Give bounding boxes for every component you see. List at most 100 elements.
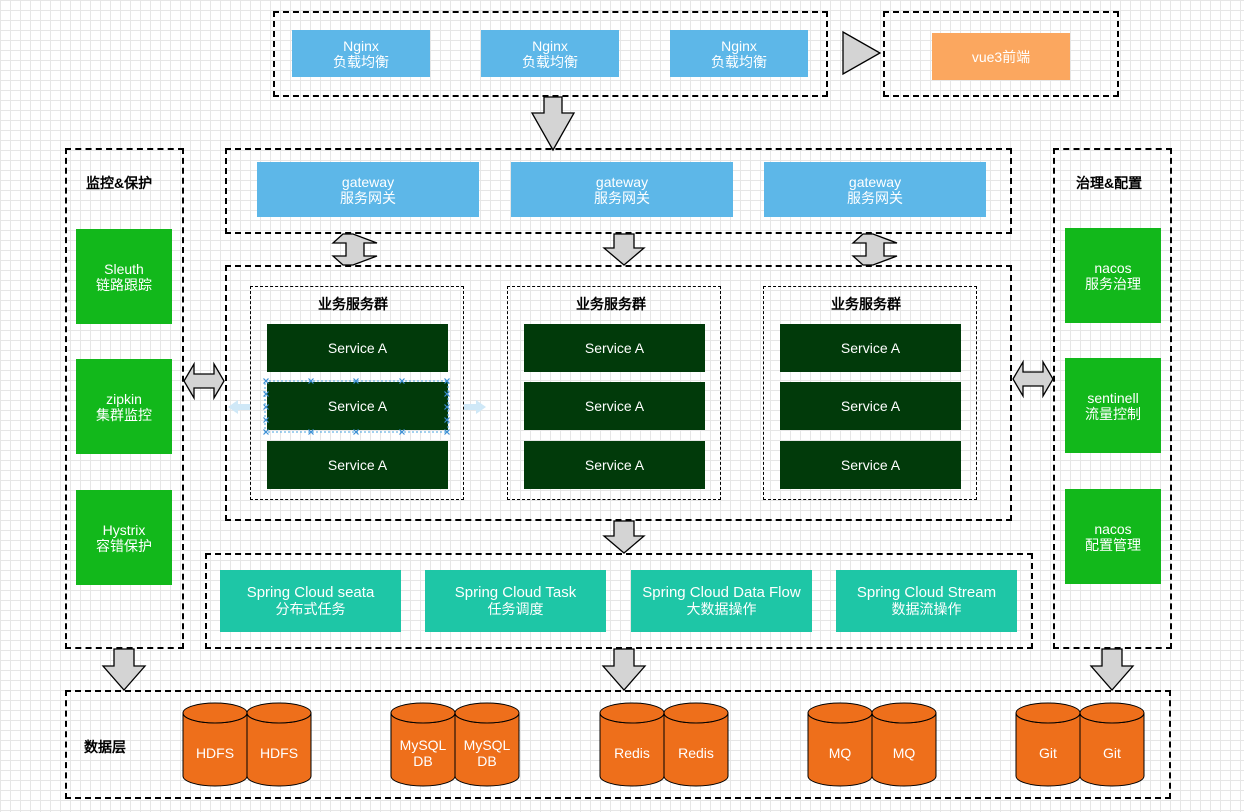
data-store-label-line: Redis: [614, 745, 650, 761]
service-box-selected[interactable]: Service A: [267, 382, 448, 430]
service-cluster-group: [225, 265, 1012, 521]
monitor-item-subtitle: 集群监控: [96, 406, 152, 423]
gateway-title: gateway: [595, 173, 649, 190]
data-store-label: Git: [1016, 733, 1080, 773]
connector-hint-right-icon: [464, 400, 486, 414]
database-cylinder-icon[interactable]: [1015, 702, 1081, 787]
nginx-box-2[interactable]: Nginx 负载均衡: [481, 30, 619, 77]
service-box[interactable]: Service A: [524, 441, 705, 489]
data-store-label-line: Redis: [678, 745, 714, 761]
arrow-down-icon: [602, 233, 646, 266]
service-box[interactable]: Service A: [524, 382, 705, 430]
data-layer-group: [65, 690, 1171, 799]
governance-item-nacos[interactable]: nacos 服务治理: [1065, 228, 1161, 323]
cloud-title: Spring Cloud Stream: [856, 584, 997, 601]
selection-handle-icon: [353, 378, 359, 384]
database-cylinder-icon[interactable]: [246, 702, 312, 787]
gateway-box-3[interactable]: gateway 服务网关: [764, 162, 986, 217]
selection-x-marks: [263, 378, 450, 435]
service-label: Service A: [840, 340, 901, 356]
frontend-box[interactable]: vue3前端: [932, 33, 1070, 80]
data-store-label: Redis: [600, 733, 664, 773]
monitor-item-zipkin[interactable]: zipkin 集群监控: [76, 359, 172, 454]
database-cylinder-icon[interactable]: [390, 702, 456, 787]
cloud-title: Spring Cloud Task: [454, 584, 577, 601]
gateway-box-2[interactable]: gateway 服务网关: [511, 162, 733, 217]
service-group-title: 业务服务群: [318, 296, 388, 312]
gateway-box-1[interactable]: gateway 服务网关: [257, 162, 479, 217]
gateway-title: gateway: [848, 173, 902, 190]
monitor-group: [65, 148, 184, 649]
monitor-item-title: Sleuth: [104, 260, 144, 277]
governance-item-title: sentinell: [1087, 389, 1139, 406]
nginx-subtitle: 负载均衡: [522, 53, 578, 70]
selection-handle-icon: [444, 378, 450, 384]
data-store-label-line: DB: [477, 753, 497, 769]
nginx-box-3[interactable]: Nginx 负载均衡: [670, 30, 808, 77]
data-store-label-line: DB: [413, 753, 433, 769]
service-box[interactable]: Service A: [267, 441, 448, 489]
monitor-item-subtitle: 链路跟踪: [96, 276, 152, 293]
arrow-down-icon: [602, 520, 646, 554]
service-group-title: 业务服务群: [831, 296, 901, 312]
monitor-item-sleuth[interactable]: Sleuth 链路跟踪: [76, 229, 172, 324]
service-box[interactable]: Service A: [524, 324, 705, 372]
spring-cloud-group: [205, 553, 1033, 649]
nginx-title: Nginx: [532, 37, 568, 54]
governance-item-title: nacos: [1094, 259, 1132, 276]
nginx-box-1[interactable]: Nginx 负载均衡: [292, 30, 430, 77]
frontend-group: [883, 11, 1119, 97]
database-cylinder-icon[interactable]: [454, 702, 520, 787]
data-store-label: Git: [1080, 733, 1144, 773]
cloud-box-seata[interactable]: Spring Cloud seata 分布式任务: [220, 570, 401, 632]
data-store-label-line: HDFS: [195, 745, 235, 761]
cloud-box-dataflow[interactable]: Spring Cloud Data Flow 大数据操作: [631, 570, 812, 632]
monitor-item-subtitle: 容错保护: [96, 537, 152, 554]
data-store-label-line: MQ: [828, 745, 852, 761]
arrow-down-icon: [101, 648, 147, 691]
database-cylinder-icon[interactable]: [599, 702, 665, 787]
selection-handle-icon: [399, 378, 405, 384]
service-group-2: [507, 286, 721, 500]
cloud-box-stream[interactable]: Spring Cloud Stream 数据流操作: [836, 570, 1017, 632]
service-label: Service A: [327, 398, 388, 414]
governance-item-sentinel[interactable]: sentinell 流量控制: [1065, 358, 1161, 453]
selection-handle-icon: [263, 378, 269, 384]
service-label: Service A: [327, 340, 388, 356]
selection-handle-icon: [444, 391, 450, 397]
service-box[interactable]: Service A: [780, 382, 961, 430]
database-cylinder-icon[interactable]: [807, 702, 873, 787]
governance-item-subtitle: 配置管理: [1085, 536, 1141, 553]
double-arrow-vertical-icon: [331, 233, 378, 266]
service-box[interactable]: Service A: [780, 441, 961, 489]
selection-handle-icon: [263, 417, 269, 423]
gateway-subtitle: 服务网关: [847, 189, 903, 206]
cloud-subtitle: 任务调度: [487, 601, 544, 617]
cloud-subtitle: 数据流操作: [891, 601, 962, 617]
database-cylinder-icon[interactable]: [1079, 702, 1145, 787]
data-store-label-line: MySQL: [463, 737, 511, 753]
cloud-title: Spring Cloud seata: [246, 584, 375, 601]
governance-item-nacos-config[interactable]: nacos 配置管理: [1065, 489, 1161, 584]
service-label: Service A: [327, 457, 388, 473]
database-cylinder-icon[interactable]: [663, 702, 729, 787]
nginx-subtitle: 负载均衡: [333, 53, 389, 70]
database-cylinder-icon[interactable]: [871, 702, 937, 787]
data-store-label: Redis: [664, 733, 728, 773]
frontend-title: vue3前端: [971, 48, 1031, 65]
data-store-label-line: MySQL: [399, 737, 447, 753]
data-store-label-line: MQ: [892, 745, 916, 761]
service-label: Service A: [840, 398, 901, 414]
arrow-down-icon: [601, 648, 647, 691]
service-box[interactable]: Service A: [267, 324, 448, 372]
cloud-box-task[interactable]: Spring Cloud Task 任务调度: [425, 570, 606, 632]
service-box[interactable]: Service A: [780, 324, 961, 372]
data-layer-title: 数据层: [84, 739, 126, 755]
selection-handle-icon: [444, 417, 450, 423]
data-store-label: MQ: [808, 733, 872, 773]
monitor-item-hystrix[interactable]: Hystrix 容错保护: [76, 490, 172, 585]
gateway-subtitle: 服务网关: [594, 189, 650, 206]
service-label: Service A: [584, 340, 645, 356]
